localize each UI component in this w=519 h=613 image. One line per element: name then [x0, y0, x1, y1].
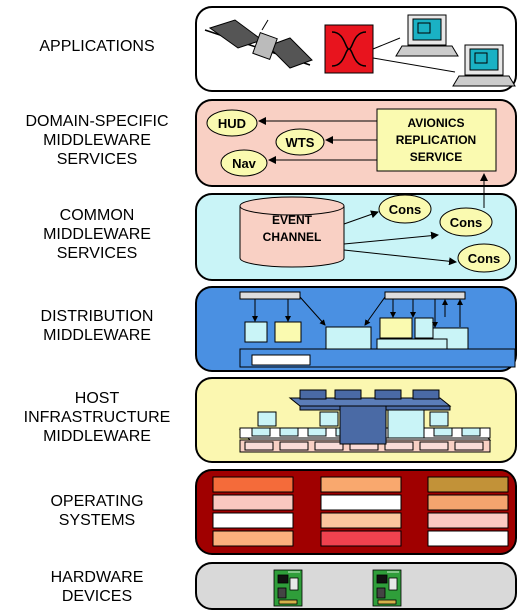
- nav-node: Nav: [220, 149, 268, 177]
- wts-node: WTS: [275, 128, 325, 156]
- arrow: [343, 210, 379, 225]
- svg-text:Nav: Nav: [232, 156, 257, 171]
- circuit-board-icon: [273, 569, 303, 607]
- label-domain-specific-middleware: DOMAIN-SPECIFIC MIDDLEWARE SERVICES: [25, 113, 169, 168]
- arrow: [343, 249, 457, 266]
- consumer-node-1: Cons: [378, 194, 432, 224]
- svg-text:CHANNEL: CHANNEL: [263, 230, 322, 244]
- svg-text:Cons: Cons: [468, 251, 501, 266]
- avionics-line1: AVIONICS: [407, 116, 464, 130]
- computer-icon: [395, 14, 459, 57]
- os-stack-2: [320, 476, 402, 547]
- hardware-devices-panel: [195, 562, 517, 610]
- label-distribution-middleware: DISTRIBUTION MIDDLEWARE: [40, 308, 154, 344]
- svg-text:EVENT: EVENT: [272, 213, 313, 227]
- svg-text:Cons: Cons: [450, 215, 483, 230]
- svg-text:HUD: HUD: [218, 116, 246, 131]
- hud-node: HUD: [206, 109, 258, 137]
- avionics-replication-service-node: AVIONICS REPLICATION SERVICE: [376, 108, 497, 172]
- host-infrastructure-blocks: [238, 389, 492, 453]
- label-hardware-devices: HARDWARE DEVICES: [50, 569, 144, 605]
- distribution-components: [239, 291, 516, 368]
- arrow: [343, 231, 439, 245]
- svg-text:WTS: WTS: [286, 135, 315, 150]
- event-channel-node: EVENT CHANNEL: [239, 196, 345, 268]
- consumer-node-2: Cons: [439, 207, 493, 237]
- label-common-middleware: COMMON MIDDLEWARE SERVICES: [43, 207, 151, 262]
- label-operating-systems: OPERATING SYSTEMS: [50, 493, 144, 529]
- label-applications: APPLICATIONS: [39, 38, 155, 55]
- circuit-board-icon: [372, 569, 402, 607]
- label-host-infrastructure-middleware: HOST INFRASTRUCTURE MIDDLEWARE: [23, 390, 171, 445]
- network-switch-icon: [324, 24, 456, 74]
- avionics-line3: SERVICE: [410, 150, 462, 164]
- avionics-line2: REPLICATION: [396, 133, 476, 147]
- consumer-node-3: Cons: [457, 243, 511, 273]
- os-stack-1: [212, 476, 294, 547]
- os-stack-3: [427, 476, 509, 547]
- satellite-icon: [204, 19, 313, 69]
- svg-text:Cons: Cons: [389, 202, 422, 217]
- computer-icon: [452, 44, 516, 87]
